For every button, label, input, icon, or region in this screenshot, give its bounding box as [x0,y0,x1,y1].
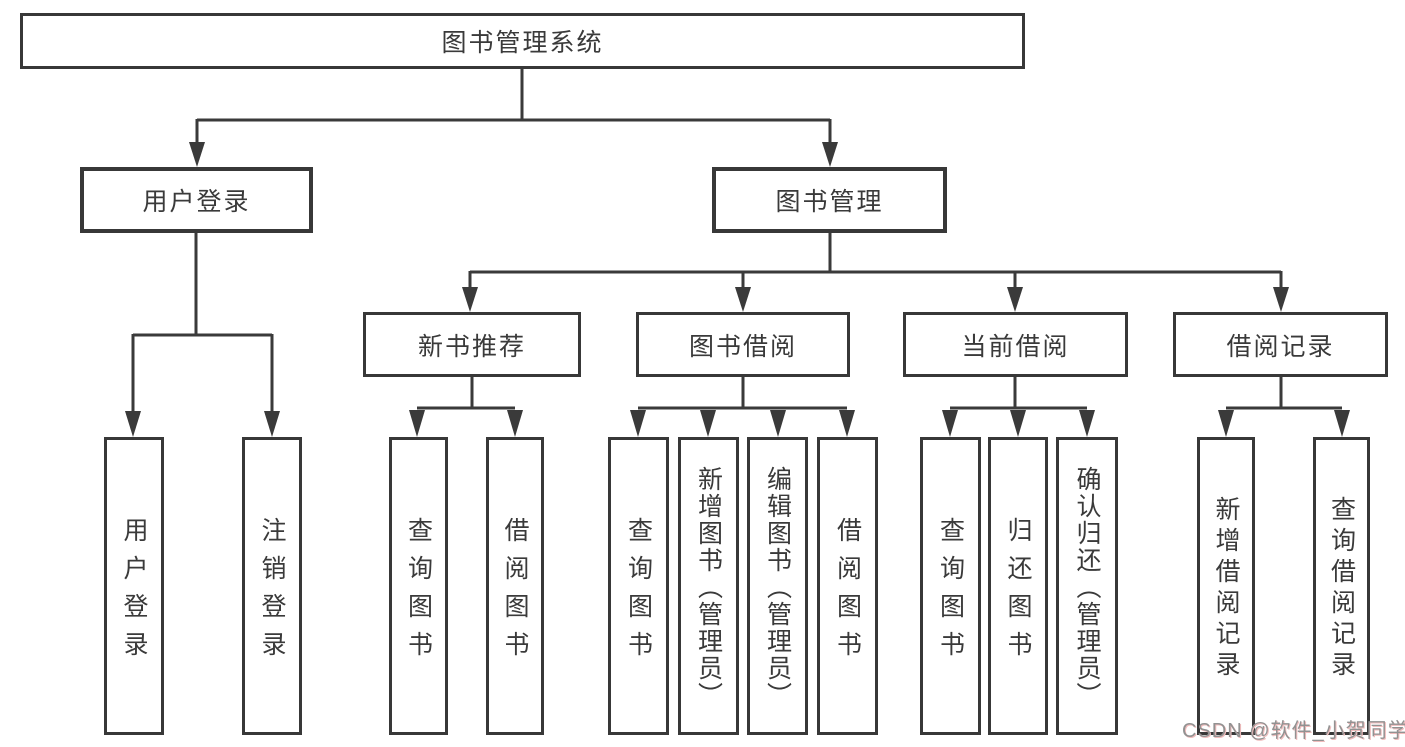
leaf-cb-query-book-label: 查询图书 [936,516,965,669]
watermark: CSDN @软件_小贺同学 [1182,720,1405,742]
leaf-logout: 注销登录 [242,437,302,735]
node-current-borrowing: 当前借阅 [903,312,1128,377]
leaf-rec-query-book-label: 查询图书 [404,516,433,669]
leaf-bb-query-book: 查询图书 [608,437,669,735]
node-new-book-recommend-label: 新书推荐 [417,332,526,361]
leaf-rec-borrow-book-label: 借阅图书 [501,516,529,669]
node-root: 图书管理系统 [20,13,1025,69]
leaf-bb-borrow-book-label: 借阅图书 [833,516,862,669]
leaf-cb-query-book: 查询图书 [920,437,981,735]
leaf-bb-add-book-admin-label: 新增图书（管理员） [694,465,723,709]
connector-lines [131,69,1342,412]
leaf-user-login-label: 用户登录 [120,516,148,669]
node-user-login: 用户登录 [80,167,313,233]
leaf-cb-confirm-return-admin-label: 确认归还（管理员） [1073,465,1101,709]
leaf-br-add-record: 新增借阅记录 [1197,437,1255,735]
node-borrow-records: 借阅记录 [1173,312,1388,377]
node-book-borrowing: 图书借阅 [636,312,850,377]
node-book-borrowing-label: 图书借阅 [688,332,797,361]
arrowheads [125,142,1350,437]
node-book-management-label: 图书管理 [775,188,884,216]
leaf-rec-query-book: 查询图书 [389,437,448,735]
node-user-login-label: 用户登录 [142,188,251,216]
leaf-bb-query-book-label: 查询图书 [624,516,653,669]
node-borrow-records-label: 借阅记录 [1226,332,1335,361]
leaf-user-login: 用户登录 [104,437,164,735]
leaf-br-query-record-label: 查询借阅记录 [1327,496,1356,682]
leaf-cb-return-book: 归还图书 [988,437,1048,735]
leaf-br-add-record-label: 新增借阅记录 [1212,496,1240,682]
leaf-cb-return-book-label: 归还图书 [1004,516,1032,669]
leaf-cb-confirm-return-admin: 确认归还（管理员） [1056,437,1118,735]
node-new-book-recommend: 新书推荐 [363,312,581,377]
leaf-rec-borrow-book: 借阅图书 [486,437,544,735]
node-root-label: 图书管理系统 [441,29,604,57]
leaf-bb-edit-book-admin: 编辑图书（管理员） [747,437,808,735]
node-current-borrowing-label: 当前借阅 [961,332,1070,361]
node-book-management: 图书管理 [712,167,947,233]
leaf-bb-edit-book-admin-label: 编辑图书（管理员） [763,465,792,709]
leaf-bb-add-book-admin: 新增图书（管理员） [678,437,739,735]
leaf-bb-borrow-book: 借阅图书 [817,437,878,735]
leaf-logout-label: 注销登录 [258,516,286,669]
leaf-br-query-record: 查询借阅记录 [1313,437,1370,735]
